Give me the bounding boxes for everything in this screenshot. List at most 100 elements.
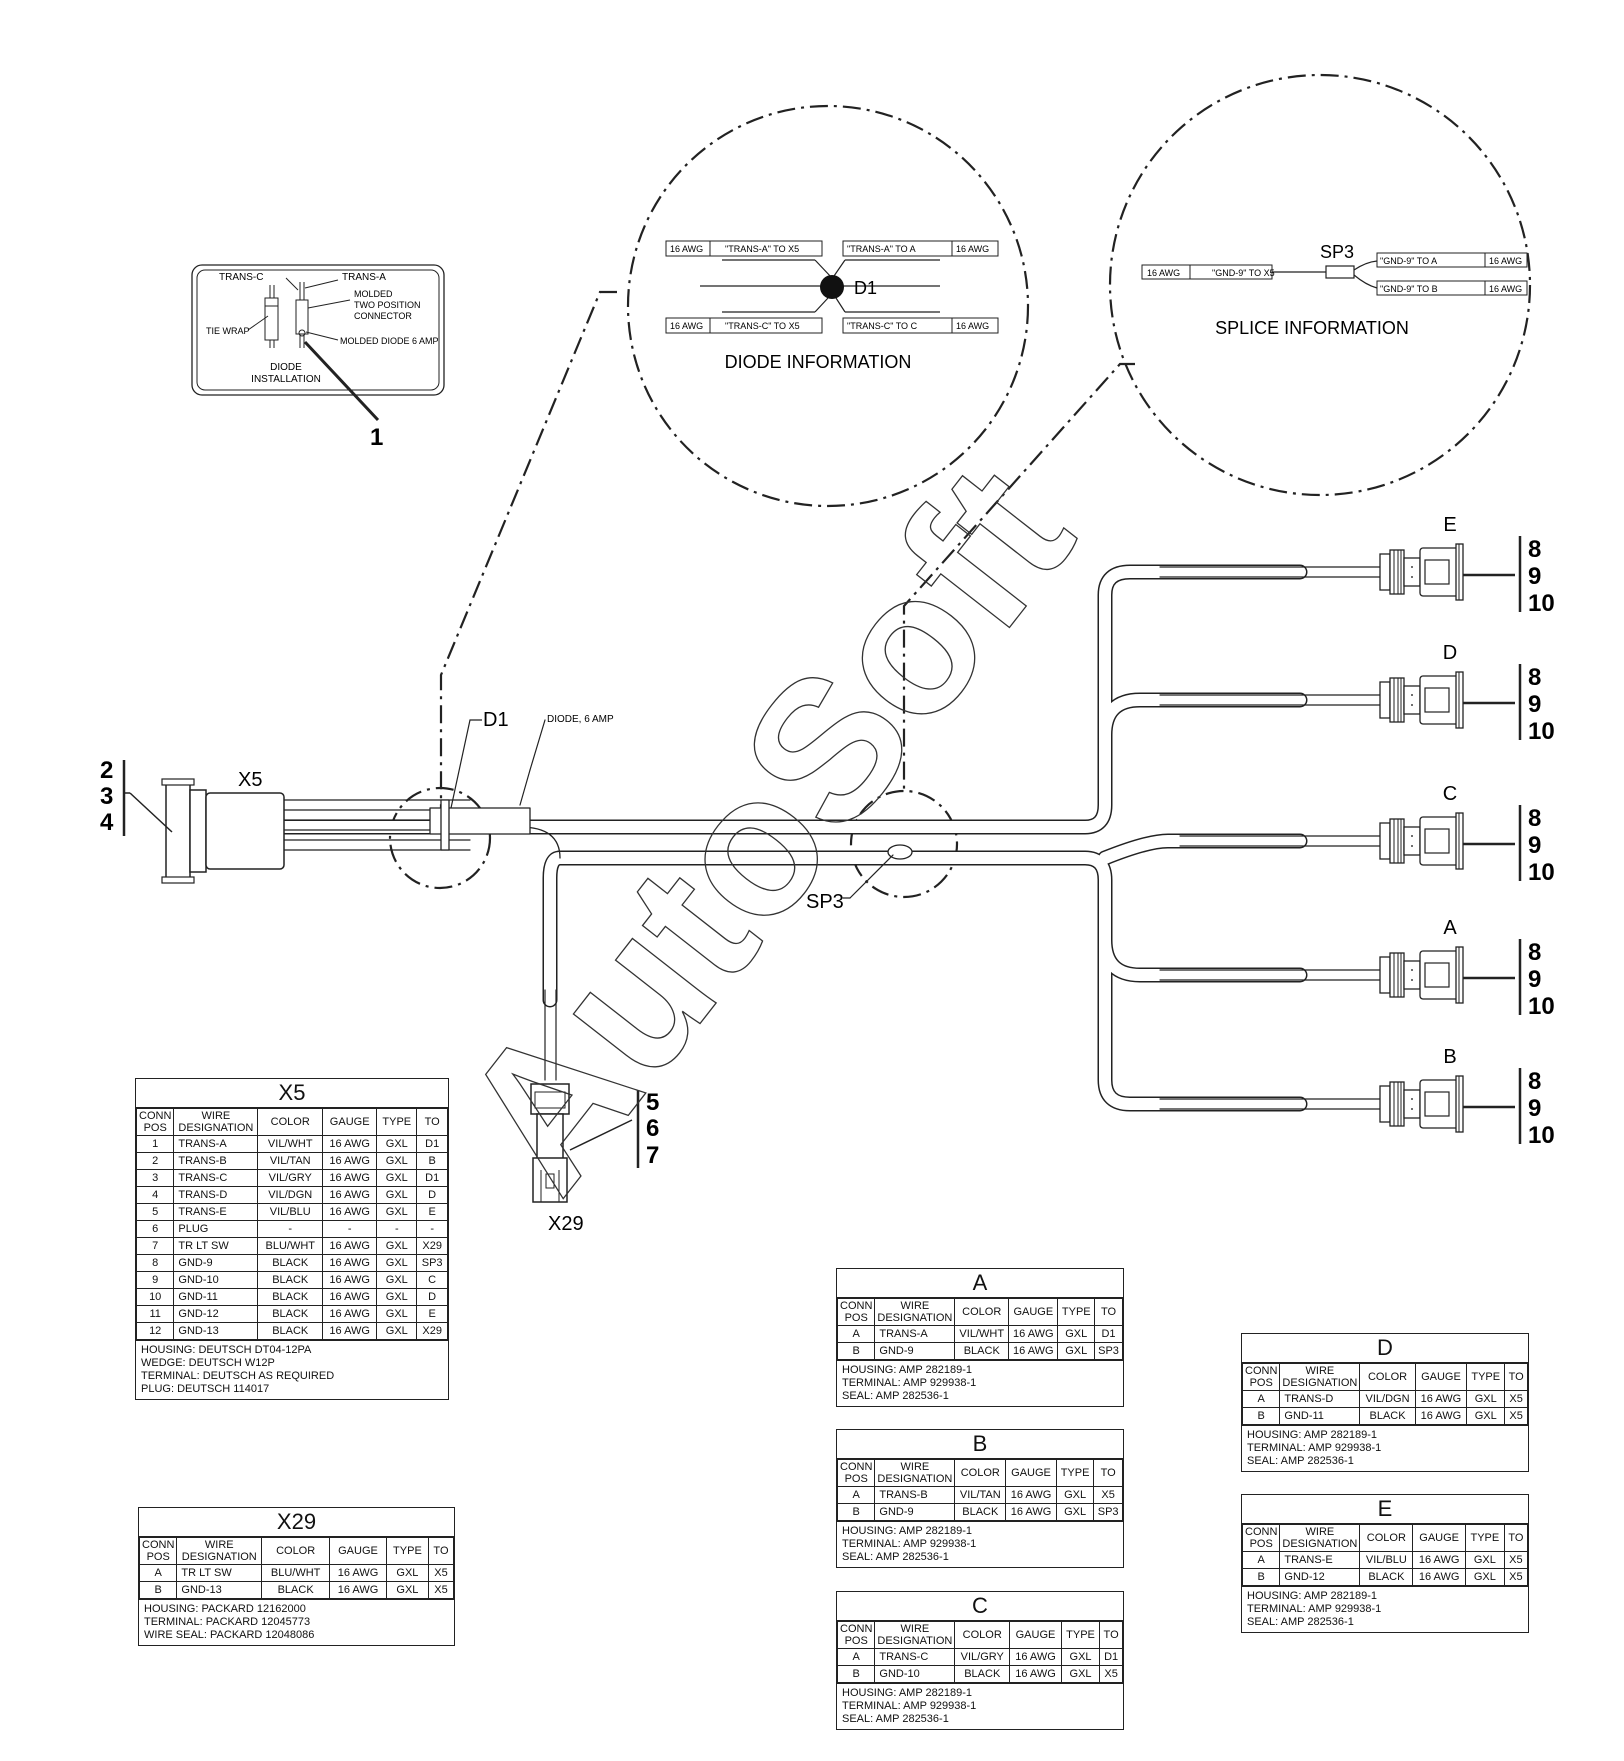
inset-trans-a-label: TRANS-A (342, 272, 386, 283)
table-cell: GXL (1464, 1551, 1505, 1569)
table-cell: B (836, 1665, 876, 1683)
x5-callout-2: 2 (100, 757, 113, 784)
column-header: TO (1099, 1621, 1123, 1649)
table-cell: BLACK (257, 1254, 324, 1272)
callout-d-9: 9 (1528, 691, 1541, 718)
x5-callout-3: 3 (100, 783, 113, 810)
table-cell: 16 AWG (1008, 1342, 1059, 1360)
table-cell: D1 (416, 1135, 448, 1153)
table-title: E (1242, 1495, 1528, 1524)
callout-b-10: 10 (1528, 1122, 1555, 1149)
table-cell: 1 (135, 1135, 175, 1153)
table-cell: 16 AWG (322, 1271, 378, 1289)
table-cell: X29 (416, 1237, 448, 1255)
table-cell: X5 (1099, 1665, 1123, 1683)
table-cell: 16 AWG (322, 1322, 378, 1340)
table-cell: 16 AWG (1412, 1551, 1466, 1569)
splice-detail-circle (1108, 73, 1532, 497)
diode-br-gauge: 16 AWG (956, 321, 989, 331)
table-note-line: TERMINAL: AMP 929938-1 (842, 1538, 977, 1550)
table-cell: 16 AWG (329, 1564, 387, 1582)
table-cell: VIL/BLU (257, 1203, 324, 1221)
column-header: WIRE DESIGNATION (874, 1621, 956, 1649)
splice-ra-gauge: 16 AWG (1489, 256, 1522, 266)
table-cell: GND-9 (874, 1503, 956, 1521)
x29-callout-5: 5 (646, 1089, 659, 1116)
column-header: GAUGE (1008, 1298, 1059, 1326)
table-cell: VIL/DGN (257, 1186, 324, 1204)
diode-installation-inset: TRANS-C TRANS-A MOLDED TWO POSITION CONN… (191, 264, 445, 451)
column-header: TO (1504, 1363, 1528, 1391)
table-cell: GXL (376, 1322, 418, 1340)
column-header: WIRE DESIGNATION (874, 1459, 956, 1487)
diode-detail-circle (626, 104, 1030, 508)
table-cell: 16 AWG (1412, 1568, 1466, 1586)
table-cell: GXL (1060, 1648, 1101, 1666)
table-cell: 16 AWG (322, 1254, 378, 1272)
table-cell: X5 (1093, 1486, 1123, 1504)
table-cell: BLACK (257, 1288, 324, 1306)
table-cell: GXL (1060, 1665, 1101, 1683)
table-cell: 3 (135, 1169, 175, 1187)
column-header: TO (1093, 1459, 1123, 1487)
callouts-b: 8 9 10 (1528, 1068, 1555, 1149)
x5-connector (122, 760, 285, 884)
table-cell: TRANS-E (1279, 1551, 1361, 1569)
callout-d-8: 8 (1528, 664, 1541, 691)
branch-label-c: C (1443, 783, 1457, 805)
table-cell: A (1241, 1390, 1281, 1408)
table-cell: 4 (135, 1186, 175, 1204)
d1-diode-symbol (820, 275, 844, 299)
table-note-line: TERMINAL: AMP 929938-1 (842, 1377, 977, 1389)
table-cell: D1 (1099, 1648, 1123, 1666)
table-cell: TRANS-C (874, 1648, 956, 1666)
table-note-line: SEAL: AMP 282536-1 (842, 1551, 949, 1563)
table-cell: VIL/TAN (257, 1152, 324, 1170)
inset-molded-connector-label-3: CONNECTOR (354, 311, 412, 321)
table-cell: BLACK (1359, 1568, 1414, 1586)
table-cell: VIL/BLU (1359, 1551, 1414, 1569)
callouts-e: 8 9 10 (1528, 536, 1555, 617)
sp3-splice-symbol (1325, 265, 1355, 279)
table-cell: VIL/GRY (954, 1648, 1011, 1666)
inset-molded-connector-label-1: MOLDED (354, 289, 393, 299)
x5-label: X5 (238, 769, 262, 791)
table-cell: GXL (1466, 1407, 1506, 1425)
splice-ra-desc: "GND-9" TO A (1380, 256, 1437, 266)
table-cell: 16 AWG (1414, 1407, 1468, 1425)
table-cell: TR LT SW (173, 1237, 259, 1255)
table-cell: GXL (1464, 1568, 1505, 1586)
diode-tr-gauge: 16 AWG (956, 244, 989, 254)
splice-l-gauge: 16 AWG (1147, 268, 1180, 278)
table-cell: 16 AWG (322, 1305, 378, 1323)
column-header: TYPE (376, 1108, 418, 1136)
callouts-c: 8 9 10 (1528, 805, 1555, 886)
table-note-line: HOUSING: DEUTSCH DT04-12PA (141, 1344, 312, 1356)
table-cell: GXL (376, 1152, 418, 1170)
diode-component-label: D1 (854, 278, 877, 298)
table-cell: X5 (427, 1581, 455, 1599)
table-note-line: HOUSING: AMP 282189-1 (1247, 1590, 1378, 1602)
callout-c-10: 10 (1528, 859, 1555, 886)
table-cell: TRANS-C (173, 1169, 259, 1187)
table-cell: BLACK (1359, 1407, 1416, 1425)
table-cell: E (416, 1203, 448, 1221)
table-cell: GXL (1466, 1390, 1506, 1408)
column-header: TYPE (1055, 1459, 1095, 1487)
